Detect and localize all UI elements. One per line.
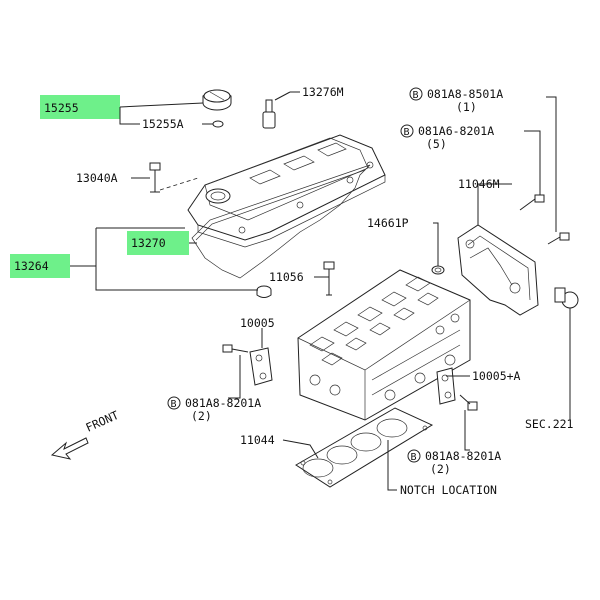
label-15255a: 15255A bbox=[142, 117, 184, 131]
oil-filler-cap bbox=[202, 89, 232, 111]
bolt-callout-8201a-left: B 081A8-8201A (2) bbox=[167, 396, 261, 423]
label-10005: 10005 bbox=[240, 316, 275, 330]
svg-text:B: B bbox=[171, 399, 177, 410]
cover-bolt bbox=[149, 162, 161, 193]
svg-text:(5): (5) bbox=[426, 137, 447, 151]
valve-cover-gasket bbox=[191, 164, 371, 279]
plug bbox=[431, 265, 445, 275]
cylinder-head bbox=[297, 269, 471, 421]
label-10005a: 10005+A bbox=[472, 369, 521, 383]
svg-text:(2): (2) bbox=[191, 409, 212, 423]
svg-text:081A8-8501A: 081A8-8501A bbox=[427, 87, 503, 101]
svg-text:081A6-8201A: 081A6-8201A bbox=[418, 124, 494, 138]
label-11044: 11044 bbox=[240, 433, 275, 447]
bolt-left-front bbox=[222, 344, 249, 353]
head-gasket bbox=[295, 407, 434, 488]
label-11056: 11056 bbox=[269, 270, 304, 284]
timing-cover bbox=[457, 224, 539, 316]
highlight-13264 bbox=[10, 254, 70, 278]
label-13040a: 13040A bbox=[76, 171, 118, 185]
svg-text:B: B bbox=[411, 452, 417, 463]
gasket-10005a-right bbox=[436, 367, 456, 405]
label-sec221: SEC.221 bbox=[525, 417, 574, 431]
front-arrow bbox=[50, 437, 89, 460]
gasket-10005-left bbox=[249, 347, 273, 386]
bolt-right-rear bbox=[459, 394, 478, 411]
svg-text:B: B bbox=[413, 90, 419, 101]
svg-text:(2): (2) bbox=[430, 462, 451, 476]
spark-plug-seal bbox=[256, 285, 272, 298]
svg-text:081A8-8201A: 081A8-8201A bbox=[425, 449, 501, 463]
valve-cover bbox=[187, 134, 386, 248]
highlight-13270 bbox=[127, 231, 189, 255]
label-notch-location: NOTCH LOCATION bbox=[400, 483, 497, 497]
pcv-valve bbox=[262, 91, 291, 129]
head-bolt bbox=[323, 261, 335, 296]
cover-bolt-1 bbox=[519, 194, 545, 211]
label-14661p: 14661P bbox=[367, 216, 409, 230]
bolt-callout-8501a: B 081A8-8501A (1) bbox=[409, 87, 503, 114]
label-11046m: 11046M bbox=[458, 177, 500, 191]
cap-gasket bbox=[212, 120, 224, 128]
label-13276m: 13276M bbox=[302, 85, 344, 99]
cover-bolt-2 bbox=[547, 232, 570, 245]
svg-text:(1): (1) bbox=[456, 100, 477, 114]
label-front: FRONT bbox=[84, 408, 121, 435]
label-15255: 15255 bbox=[44, 101, 79, 115]
label-13264: 13264 bbox=[14, 259, 49, 273]
bolt-callout-8201a-right: B 081A8-8201A (2) bbox=[407, 449, 501, 476]
svg-text:081A8-8201A: 081A8-8201A bbox=[185, 396, 261, 410]
label-13270: 13270 bbox=[131, 236, 166, 250]
sensor-part bbox=[554, 287, 579, 318]
highlight-15255 bbox=[40, 95, 120, 119]
svg-text:B: B bbox=[404, 127, 410, 138]
bolt-callout-8201a-top: B 081A6-8201A (5) bbox=[400, 124, 494, 151]
